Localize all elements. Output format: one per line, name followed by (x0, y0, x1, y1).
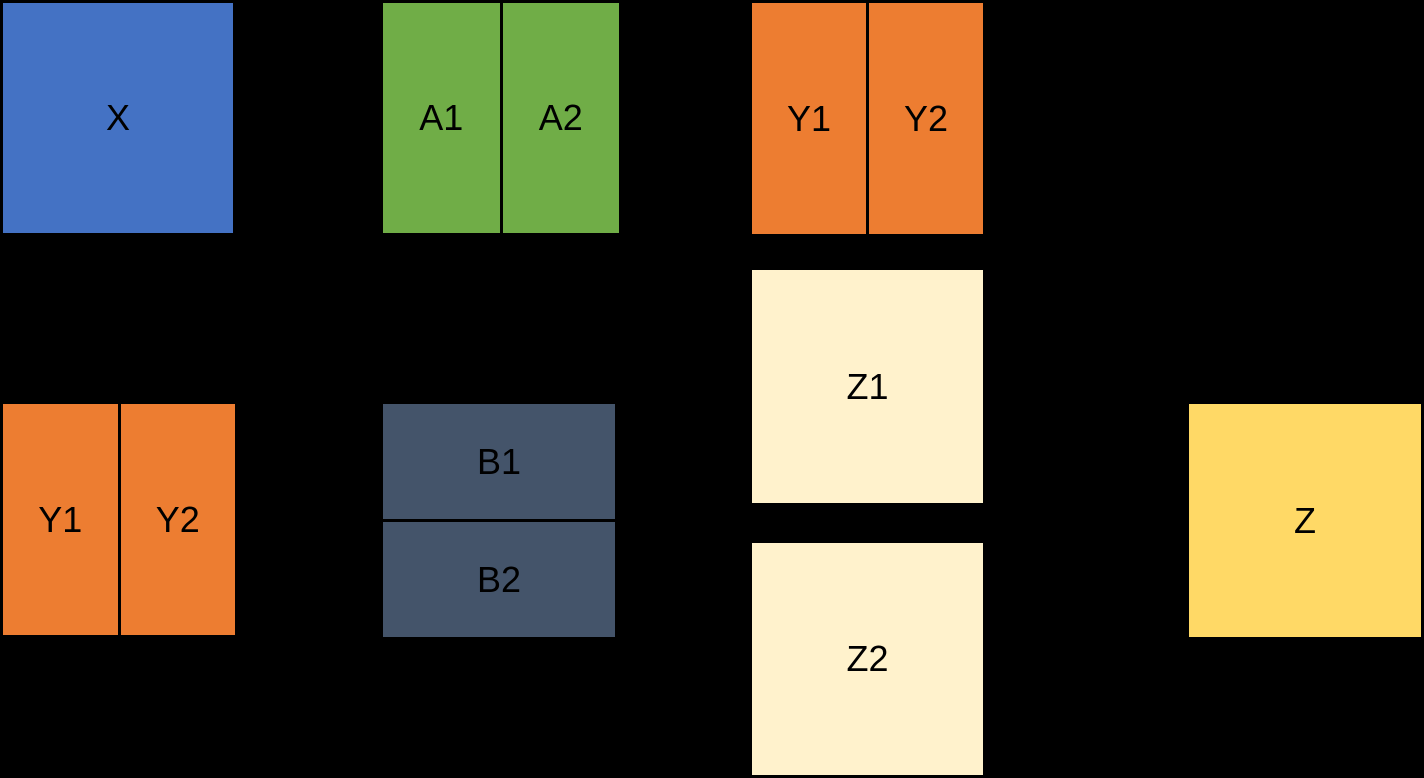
node-b: B1 B2 (383, 404, 615, 637)
node-y-bottom: Y1 Y2 (3, 404, 235, 635)
node-z2-label: Z2 (846, 638, 889, 679)
node-b-cell-b1: B1 (383, 404, 615, 519)
node-z1: Z1 (752, 270, 983, 503)
node-y-bottom-cell-y1: Y1 (3, 404, 118, 635)
node-z1-label: Z1 (846, 365, 889, 407)
node-b1-label: B1 (476, 440, 522, 482)
node-b-cell-b2: B2 (383, 522, 615, 637)
node-x: X (3, 3, 233, 233)
node-a2-label: A2 (538, 97, 583, 138)
node-y-top: Y1 Y2 (752, 3, 983, 234)
cell-divider (866, 3, 869, 234)
node-y2-label: Y2 (903, 97, 949, 139)
node-y-top-cell-y2: Y2 (869, 3, 983, 234)
node-y2-label: Y2 (155, 498, 200, 540)
cell-divider (383, 519, 615, 522)
node-b2-label: B2 (476, 558, 522, 600)
node-y1-label: Y1 (38, 498, 83, 540)
node-y-top-cell-y1: Y1 (752, 3, 866, 234)
node-a-cell-a2: A2 (503, 3, 620, 233)
node-z-label: Z (1294, 499, 1316, 541)
node-a1-label: A1 (419, 97, 464, 138)
node-a: A1 A2 (383, 3, 619, 233)
cell-divider (117, 404, 121, 635)
node-z: Z (1189, 404, 1421, 637)
cell-divider (499, 3, 503, 233)
node-a-cell-a1: A1 (383, 3, 500, 233)
node-z2: Z2 (752, 543, 983, 775)
node-x-label: X (105, 97, 130, 138)
node-y-bottom-cell-y2: Y2 (121, 404, 236, 635)
node-y1-label: Y1 (786, 97, 832, 139)
